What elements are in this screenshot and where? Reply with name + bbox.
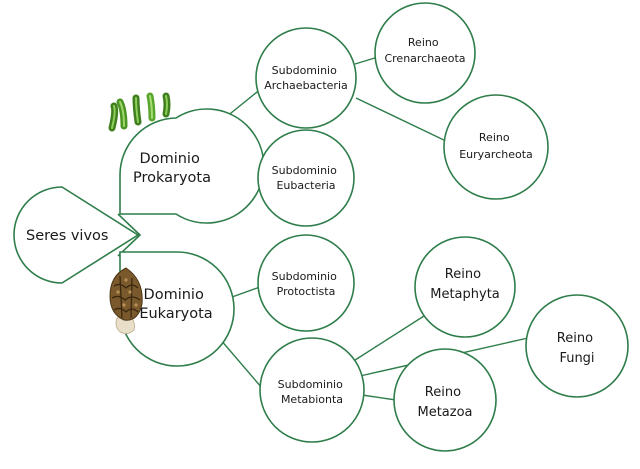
node-eukaryota [119,251,235,367]
label-protoctista: Subdominio Protoctista [272,270,341,298]
node-metazoa [393,348,497,452]
label-metazoa: Reino Metazoa [417,385,472,420]
label-fungi: Reino Fungi [557,331,597,366]
node-fungi [525,294,629,398]
label-eubacteria: Subdominio Eubacteria [272,164,341,192]
label-eukaryota: Dominio Eukaryota [139,287,212,322]
label-seres-vivos: Seres vivos [26,228,108,244]
mushroom-illustration [109,267,143,334]
node-euryarcheota [443,94,549,200]
label-archaebacteria: Subdominio Archaebacteria [264,64,348,92]
node-crenarchaeota [374,2,476,104]
edge-metabionta-metaphyta [351,315,425,363]
edge-eukaryota-protoctista [231,286,261,298]
node-prokaryota [119,108,265,224]
label-metabionta: Subdominio Metabionta [278,378,347,406]
node-eubacteria [257,129,355,227]
node-metabionta [259,337,365,443]
node-seres-vivos-fill [117,213,142,257]
bacteria-illustration [108,92,171,132]
node-seres-vivos [13,186,140,284]
node-archaebacteria [255,27,357,129]
label-metaphyta: Reino Metaphyta [430,267,500,302]
edge-archaebacteria-crenarchaeota [354,56,379,65]
node-metaphyta [414,236,516,338]
label-euryarcheota: Reino Euryarcheota [459,131,533,161]
label-crenarchaeota: Reino Crenarchaeota [384,36,465,65]
edge-metabionta-metazoa [361,394,397,401]
node-protoctista [257,234,355,332]
label-prokaryota: Dominio Prokaryota [133,151,211,186]
edge-archaebacteria-euryarcheota [355,97,449,143]
